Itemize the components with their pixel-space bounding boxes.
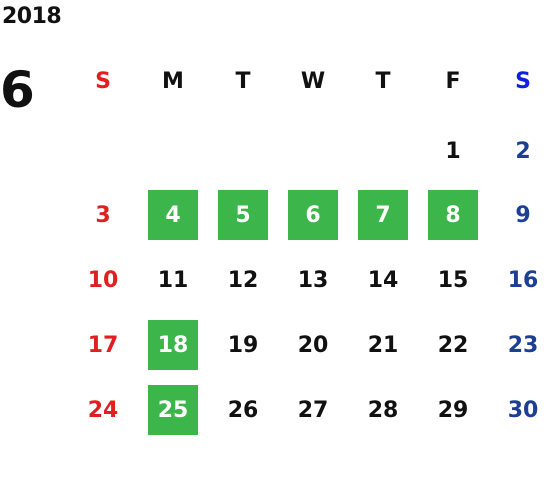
day-cell[interactable]: 19 (227, 332, 259, 358)
day-cell[interactable]: 25 (148, 385, 198, 435)
day-cell[interactable]: 23 (507, 332, 539, 358)
weekday-header: W (300, 68, 326, 94)
day-cell[interactable]: 11 (157, 267, 189, 293)
day-cell[interactable]: 16 (507, 267, 539, 293)
weekday-header: T (375, 68, 391, 94)
weekday-header: T (235, 68, 251, 94)
weekday-header: F (445, 68, 461, 94)
day-cell[interactable]: 29 (437, 397, 469, 423)
day-cell[interactable]: 8 (428, 190, 478, 240)
day-cell[interactable]: 10 (87, 267, 119, 293)
day-cell[interactable]: 30 (507, 397, 539, 423)
weekday-header: S (515, 68, 531, 94)
day-cell[interactable]: 15 (437, 267, 469, 293)
day-cell[interactable]: 27 (297, 397, 329, 423)
weekday-header: S (95, 68, 111, 94)
day-cell[interactable]: 24 (87, 397, 119, 423)
day-cell[interactable]: 22 (437, 332, 469, 358)
day-cell[interactable]: 6 (288, 190, 338, 240)
day-cell[interactable]: 2 (515, 138, 531, 164)
day-cell[interactable]: 7 (358, 190, 408, 240)
day-cell[interactable]: 9 (515, 202, 531, 228)
day-cell[interactable]: 26 (227, 397, 259, 423)
day-cell[interactable]: 1 (445, 138, 461, 164)
day-cell[interactable]: 3 (95, 202, 111, 228)
day-cell[interactable]: 12 (227, 267, 259, 293)
weekday-header: M (162, 68, 184, 94)
day-cell[interactable]: 17 (87, 332, 119, 358)
month-label: 6 (0, 61, 35, 119)
year-label: 2018 (2, 4, 62, 29)
day-cell[interactable]: 4 (148, 190, 198, 240)
day-cell[interactable]: 13 (297, 267, 329, 293)
day-cell[interactable]: 28 (367, 397, 399, 423)
day-cell[interactable]: 20 (297, 332, 329, 358)
day-cell[interactable]: 18 (148, 320, 198, 370)
day-cell[interactable]: 21 (367, 332, 399, 358)
day-cell[interactable]: 5 (218, 190, 268, 240)
day-cell[interactable]: 14 (367, 267, 399, 293)
